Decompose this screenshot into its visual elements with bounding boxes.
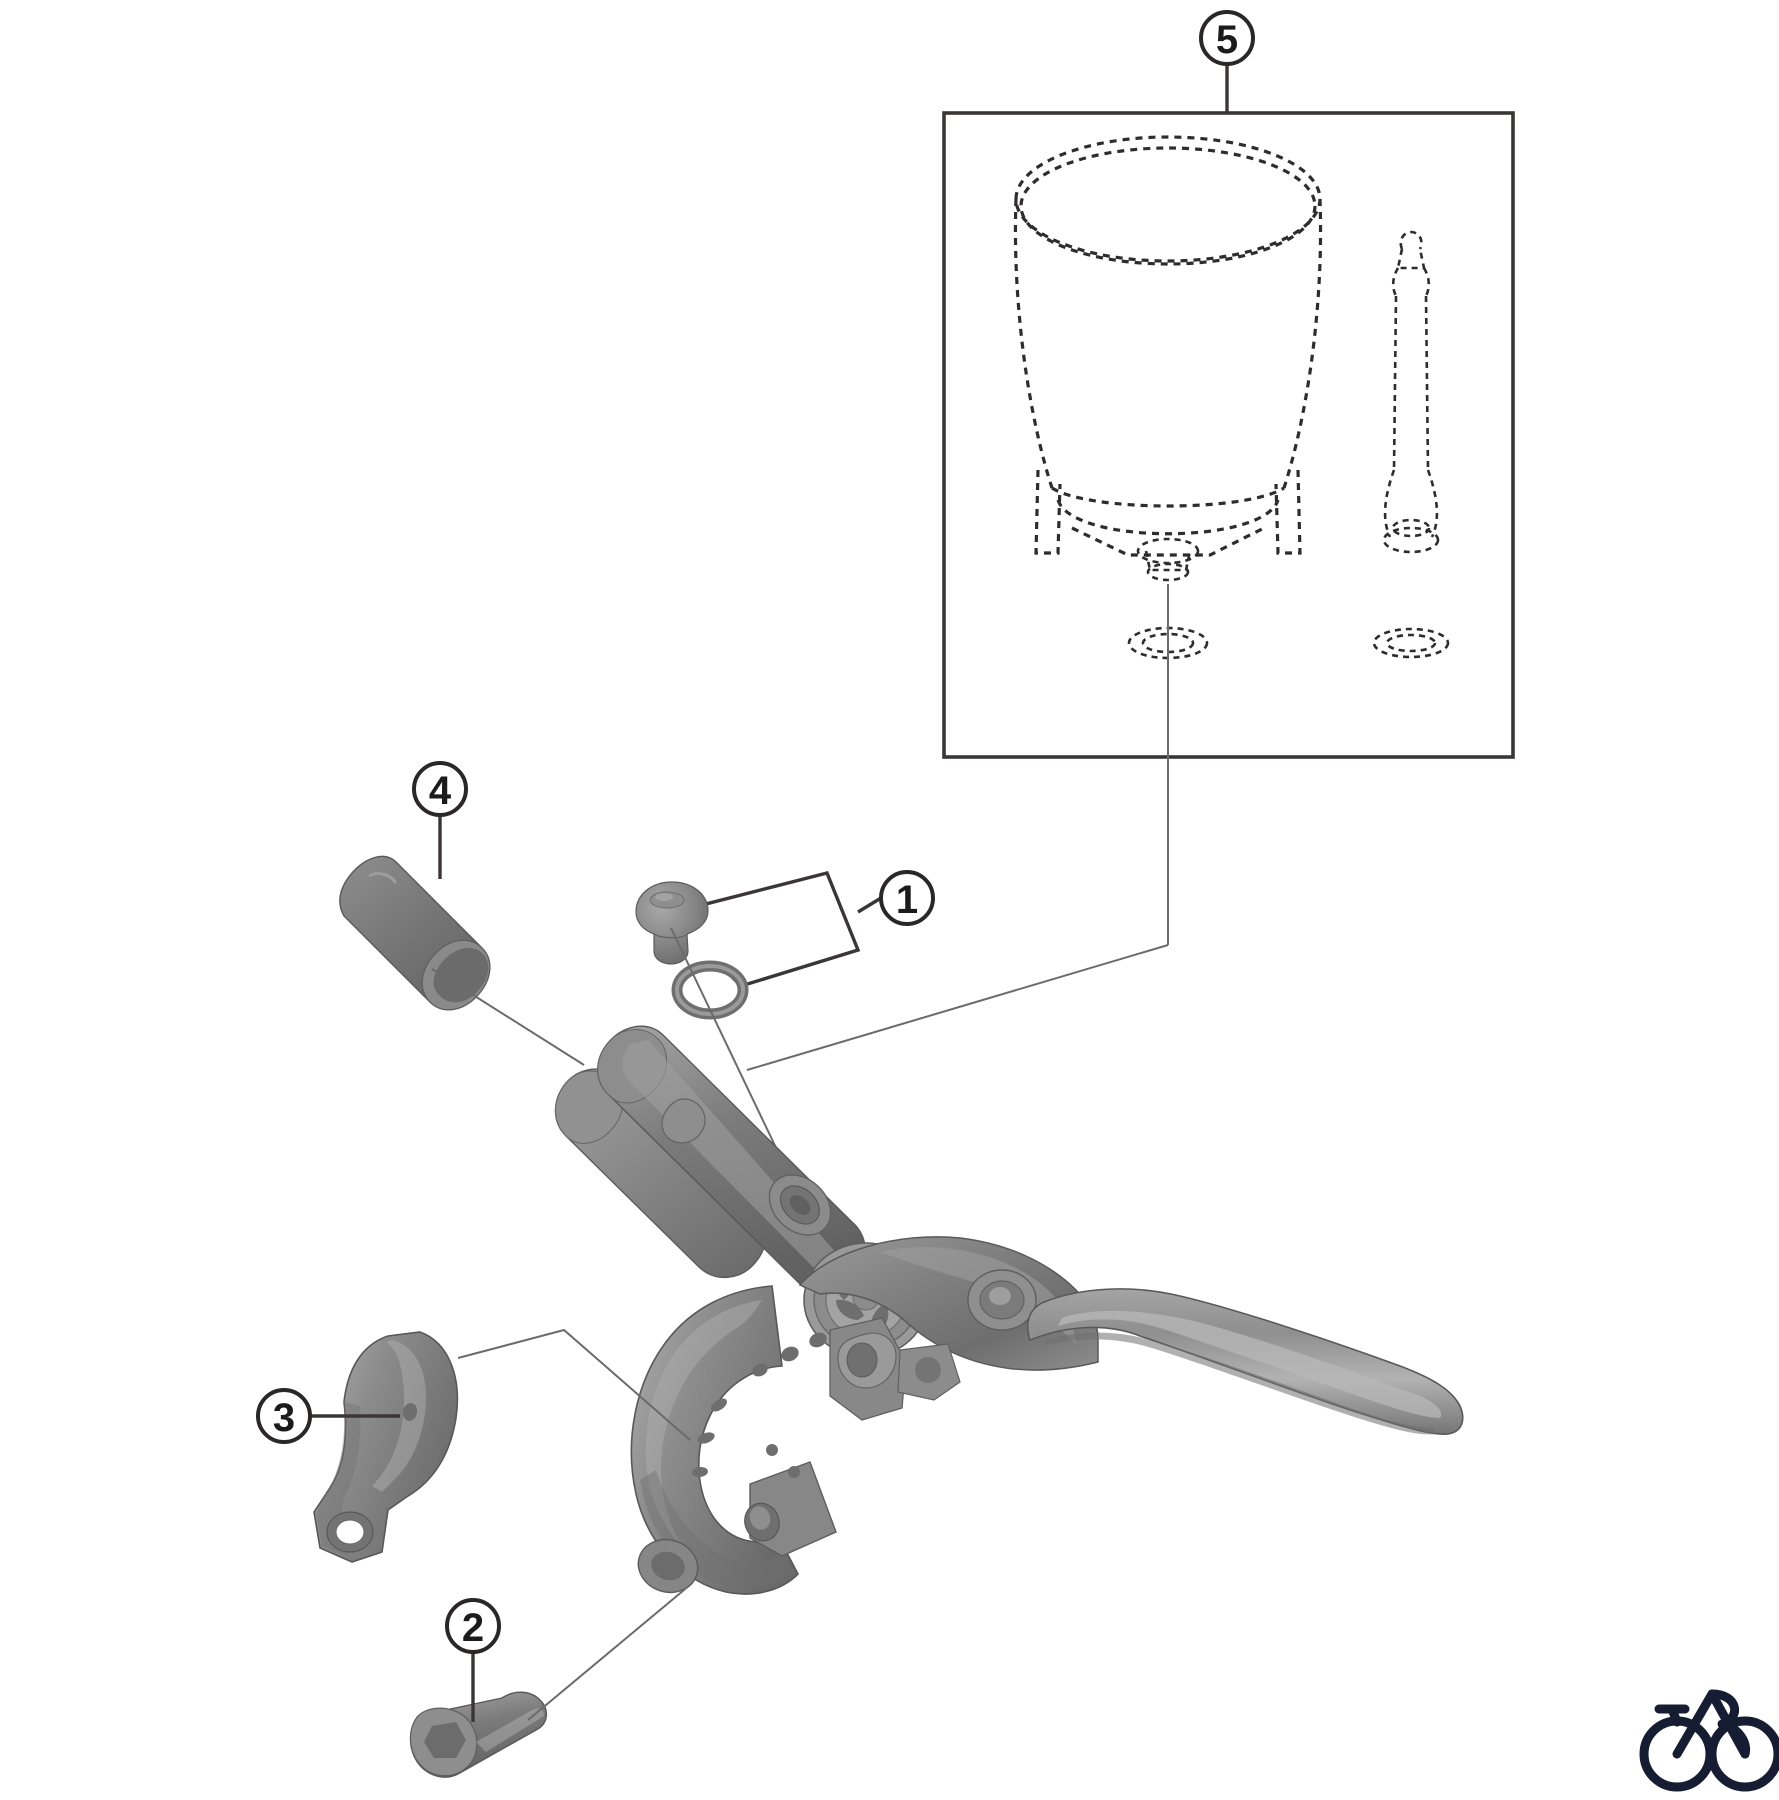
callout-3-assembly-leader [457, 1328, 691, 1441]
item-5-leader [746, 584, 1169, 1071]
clamp-bolt-boss [744, 1461, 837, 1557]
callout-2[interactable]: 2 [445, 1598, 501, 1722]
clamp-band-eye [637, 1538, 699, 1594]
callout-4[interactable]: 4 [412, 761, 468, 879]
callout-4-number: 4 [429, 769, 452, 813]
bicycle-logo[interactable] [1639, 1689, 1779, 1792]
lever-pivot [967, 1269, 1037, 1331]
part-reservoir-cover [339, 855, 491, 1011]
lever-linkage [829, 1317, 961, 1421]
item-5-group [942, 111, 1515, 759]
hood-fixing-screws [752, 1332, 827, 1377]
callout-3[interactable]: 3 [256, 1388, 400, 1444]
rod-oring [1372, 627, 1450, 659]
callout-2-leader-to-clamp [527, 1584, 691, 1721]
part-clamp-bolt [409, 1691, 547, 1778]
part-bleed-screw [635, 881, 709, 965]
funnel-stopper-rod [1382, 230, 1440, 554]
part-oring [671, 960, 749, 1020]
item-5-box [942, 111, 1515, 759]
bleed-port-boss [768, 1174, 832, 1236]
part-clamp-band [313, 1331, 459, 1563]
callout-3-number: 3 [273, 1396, 295, 1440]
callout-markers: 5 4 1 3 2 [256, 10, 1255, 1722]
bleed-funnel-cup [1013, 135, 1323, 582]
callout-2-number: 2 [462, 1606, 484, 1650]
callout-5[interactable]: 5 [1199, 10, 1255, 113]
callout-4-leader [431, 968, 585, 1066]
callout-5-number: 5 [1216, 18, 1238, 62]
callout-1[interactable]: 1 [857, 870, 935, 926]
callout-1-number: 1 [896, 878, 918, 922]
part-lever-assembly [554, 1025, 1464, 1595]
clamp-detail-holes [692, 1398, 800, 1478]
